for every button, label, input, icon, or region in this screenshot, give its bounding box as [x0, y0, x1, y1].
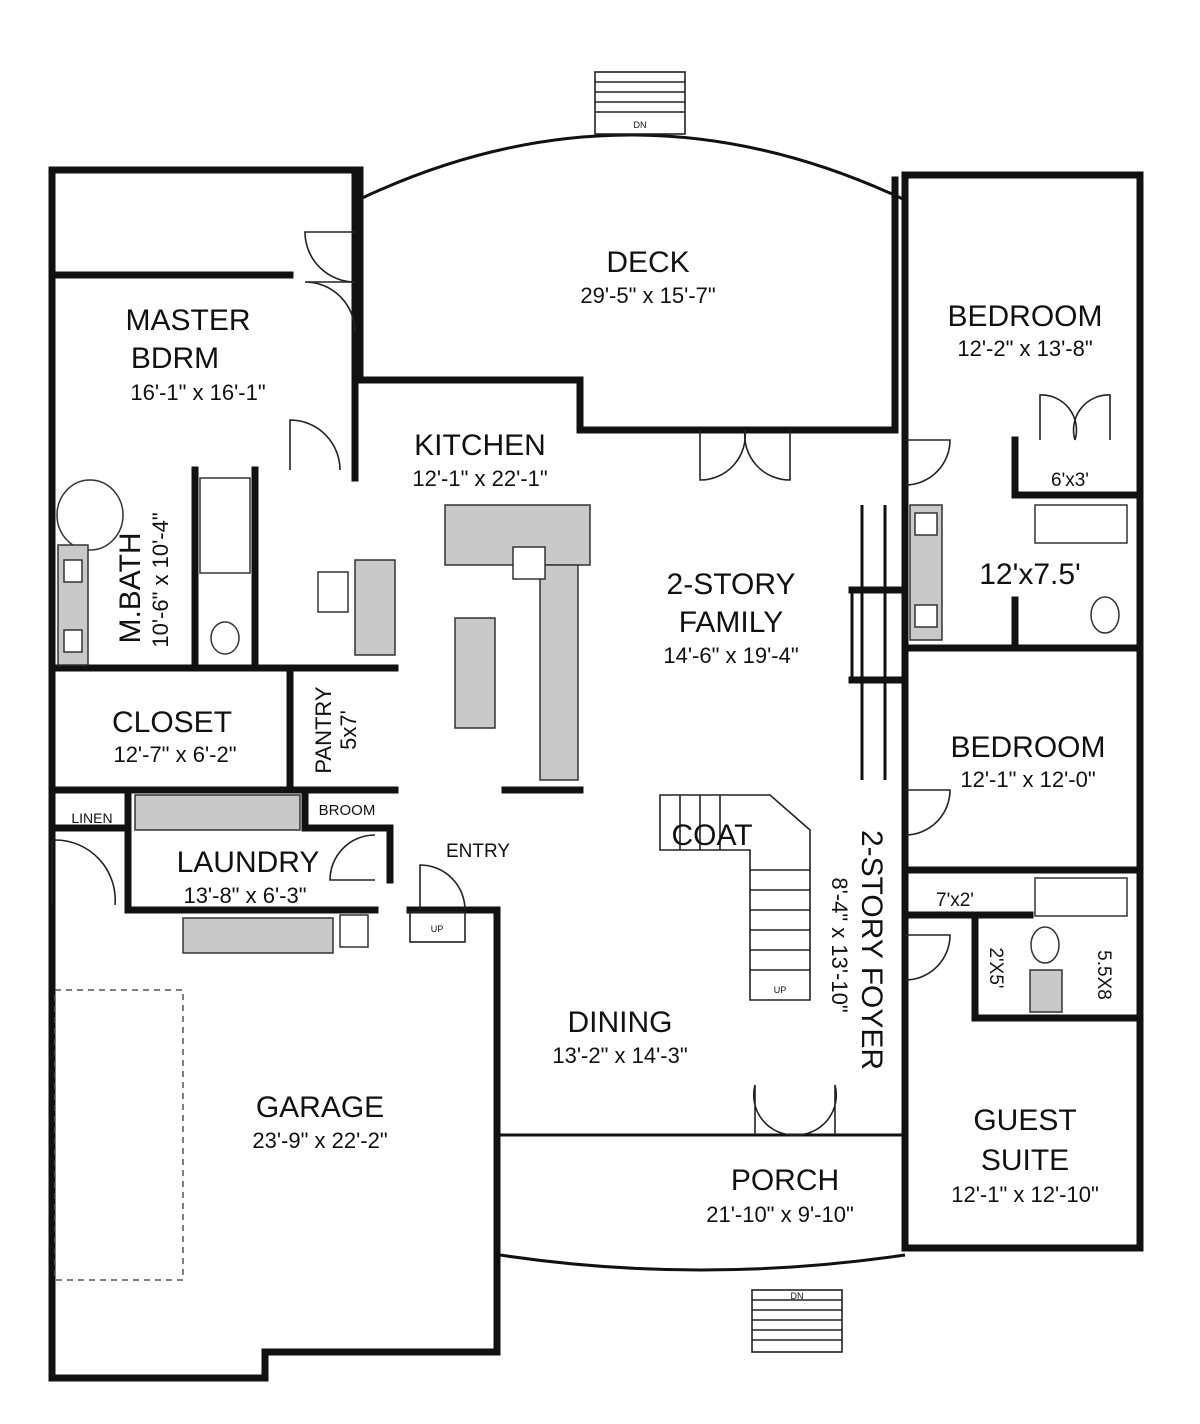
foyer-name: 2-STORY FOYER — [855, 830, 888, 1070]
porch-dim: 21'-10" x 9'-10" — [706, 1202, 854, 1227]
linen-label: LINEN — [71, 810, 112, 826]
deck-stairs: DN — [594, 71, 686, 135]
porch-stairs-label: DN — [791, 1291, 804, 1301]
main-stairs-label: UP — [774, 985, 787, 995]
deck-dim: 29'-5" x 15'-7" — [580, 283, 715, 308]
kitchen-name: KITCHEN — [414, 429, 546, 462]
bedroom-mid-dim: 12'-1" x 12'-0" — [960, 767, 1095, 792]
pantry-name: PANTRY — [311, 686, 336, 774]
porch-stairs: DN — [751, 1289, 843, 1353]
bedroom-top-dim: 12'-2" x 13'-8" — [957, 336, 1092, 361]
mbath-name: M.BATH — [114, 532, 147, 643]
foyer-dim: 8'-4" x 13'-10" — [827, 877, 852, 1012]
closet-2x5-dim: 2'X5' — [985, 947, 1006, 988]
room-labels: DECK 29'-5" x 15'-7" MASTER BDRM 16'-1" … — [71, 246, 1114, 1227]
garage-steps: UP — [409, 911, 466, 943]
master-name-1: MASTER — [125, 304, 250, 337]
master-dim: 16'-1" x 16'-1" — [130, 380, 265, 405]
family-dim: 14'-6" x 19'-4" — [663, 643, 798, 668]
porch-name: PORCH — [731, 1164, 839, 1197]
master-name-2: BDRM — [131, 342, 219, 375]
deck-stairs-label: DN — [634, 120, 647, 130]
coat-label: COAT — [671, 819, 752, 852]
mbath-dim: 10'-6" x 10'-4" — [148, 512, 173, 647]
exterior-walls — [48, 133, 1144, 1382]
laundry-dim: 13'-8" x 6'-3" — [183, 883, 306, 908]
kitchen-dim: 12'-1" x 22'-1" — [412, 466, 547, 491]
main-stairs: UP — [659, 794, 811, 1001]
entry-label: ENTRY — [446, 841, 510, 862]
family-name-2: FAMILY — [679, 606, 783, 639]
dining-dim: 13'-2" x 14'-3" — [552, 1043, 687, 1068]
closet-7x2-dim: 7'x2' — [936, 890, 974, 911]
doors — [51, 231, 1111, 1136]
dining-name: DINING — [568, 1006, 673, 1039]
pantry-dim: 5x7' — [336, 710, 361, 750]
bath-top-dim: 12'x7.5' — [979, 558, 1081, 591]
deck-name: DECK — [606, 246, 689, 279]
closet-dim: 12'-7" x 6'-2" — [113, 742, 236, 767]
bedroom-mid-name: BEDROOM — [950, 731, 1105, 764]
laundry-name: LAUNDRY — [177, 846, 320, 879]
interior-walls — [48, 271, 1144, 1139]
bath-55x8-dim: 5.5X8 — [1093, 950, 1114, 1000]
garage-steps-label: UP — [431, 924, 444, 934]
closet-6x3-dim: 6'x3' — [1051, 470, 1089, 491]
guest-dim: 12'-1" x 12'-10" — [951, 1182, 1099, 1207]
garage-name: GARAGE — [256, 1091, 384, 1124]
guest-name-1: GUEST — [973, 1104, 1076, 1137]
fixtures — [54, 477, 1128, 1281]
guest-name-2: SUITE — [981, 1144, 1069, 1177]
garage-dim: 23'-9" x 22'-2" — [252, 1128, 387, 1153]
closet-name: CLOSET — [112, 706, 232, 739]
broom-label: BROOM — [319, 802, 376, 819]
family-name-1: 2-STORY — [667, 568, 796, 601]
bedroom-top-name: BEDROOM — [947, 300, 1102, 333]
